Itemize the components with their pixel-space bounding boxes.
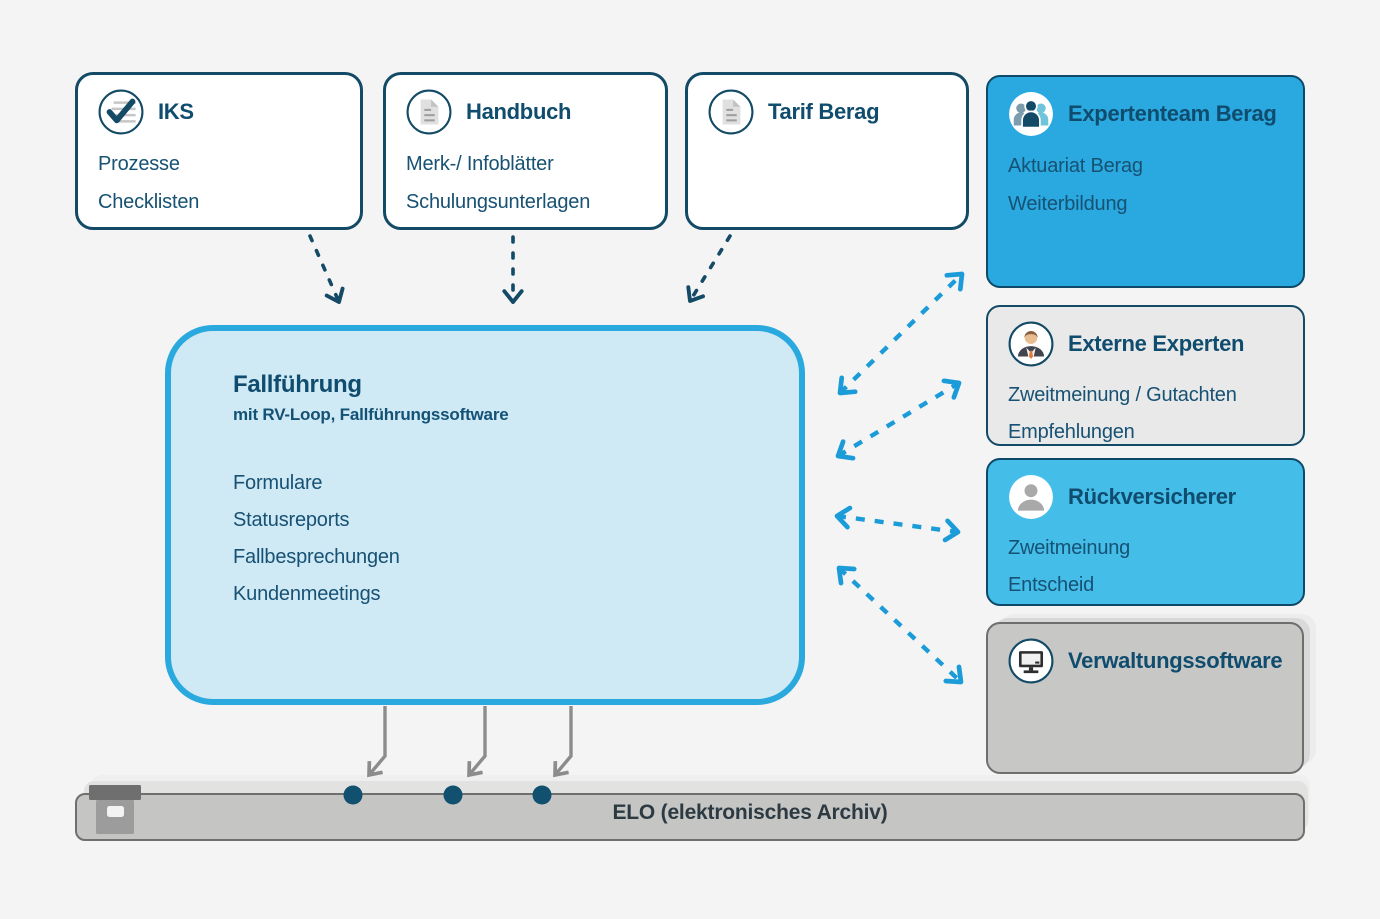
handbuch-item: Schulungsunterlagen bbox=[406, 191, 591, 213]
handbuch-item: Merk-/ Infoblätter bbox=[406, 153, 554, 175]
expertenteam-item: Aktuariat Berag bbox=[1008, 155, 1143, 177]
iks-title: IKS bbox=[158, 99, 194, 124]
arrow-fallfuehrung-to-elo bbox=[467, 706, 487, 778]
fallfuehrung-subtitle: mit RV-Loop, Fallführungssoftware bbox=[233, 405, 509, 424]
archive-icon bbox=[89, 785, 141, 834]
handbuch-title: Handbuch bbox=[466, 99, 572, 124]
arrow-fallfuehrung-to-elo bbox=[553, 706, 573, 778]
fallfuehrung-item: Fallbesprechungen bbox=[233, 546, 400, 568]
iks-item: Checklisten bbox=[98, 191, 200, 213]
externe-experten-box: Externe Experten Zweitmeinung / Gutachte… bbox=[986, 305, 1305, 446]
rueckversicherer-item: Entscheid bbox=[1008, 574, 1095, 596]
handbuch-box: Handbuch Merk-/ Infoblätter Schulungsunt… bbox=[383, 72, 668, 230]
fallfuehrung-item: Statusreports bbox=[233, 509, 350, 531]
arrow-iks-to-fallfuehrung bbox=[308, 234, 345, 304]
fallfuehrung-item: Formulare bbox=[233, 472, 323, 494]
iks-item: Prozesse bbox=[98, 153, 180, 175]
tarif-berag-box: Tarif Berag bbox=[685, 72, 969, 230]
expert-person-icon bbox=[1008, 321, 1054, 367]
arrow-fallfuehrung-to-elo bbox=[367, 706, 387, 778]
arrow-tarif-to-fallfuehrung bbox=[686, 234, 732, 303]
expertenteam-item: Weiterbildung bbox=[1008, 193, 1128, 215]
verwaltungssoftware-title: Verwaltungssoftware bbox=[1068, 648, 1283, 673]
arrow-fallfuehrung-externe-experten bbox=[835, 378, 962, 461]
fallfuehrung-box: Fallführung mit RV-Loop, Fallführungssof… bbox=[165, 325, 805, 705]
person-icon bbox=[1009, 475, 1053, 519]
team-icon bbox=[1009, 92, 1053, 136]
rueckversicherer-title: Rückversicherer bbox=[1068, 484, 1236, 509]
document-icon bbox=[708, 89, 754, 135]
iks-box: IKS Prozesse Checklisten bbox=[75, 72, 363, 230]
rueckversicherer-item: Zweitmeinung bbox=[1008, 537, 1131, 559]
externe-experten-item: Zweitmeinung / Gutachten bbox=[1008, 384, 1237, 406]
arrow-fallfuehrung-expertenteam bbox=[837, 271, 965, 396]
verwaltungssoftware-box: Verwaltungssoftware bbox=[986, 622, 1304, 774]
rueckversicherer-box: Rückversicherer Zweitmeinung Entscheid bbox=[986, 458, 1305, 606]
arrow-fallfuehrung-rueckversicherer bbox=[834, 505, 961, 543]
expertenteam-berag-title: Expertenteam Berag bbox=[1068, 101, 1277, 126]
fallfuehrung-title: Fallführung bbox=[233, 371, 362, 398]
tarif-berag-title: Tarif Berag bbox=[768, 99, 880, 124]
document-icon bbox=[406, 89, 452, 135]
checklist-icon bbox=[98, 89, 144, 135]
elo-archive-bar bbox=[75, 793, 1305, 841]
externe-experten-item: Empfehlungen bbox=[1008, 421, 1135, 443]
fallfuehrung-item: Kundenmeetings bbox=[233, 583, 381, 605]
elo-archive-label: ELO (elektronisches Archiv) bbox=[612, 801, 888, 824]
monitor-icon bbox=[1008, 638, 1054, 684]
expertenteam-berag-box: Expertenteam Berag Aktuariat Berag Weite… bbox=[986, 75, 1305, 288]
arrow-fallfuehrung-verwaltungssoftware bbox=[836, 565, 964, 685]
externe-experten-title: Externe Experten bbox=[1068, 331, 1245, 356]
